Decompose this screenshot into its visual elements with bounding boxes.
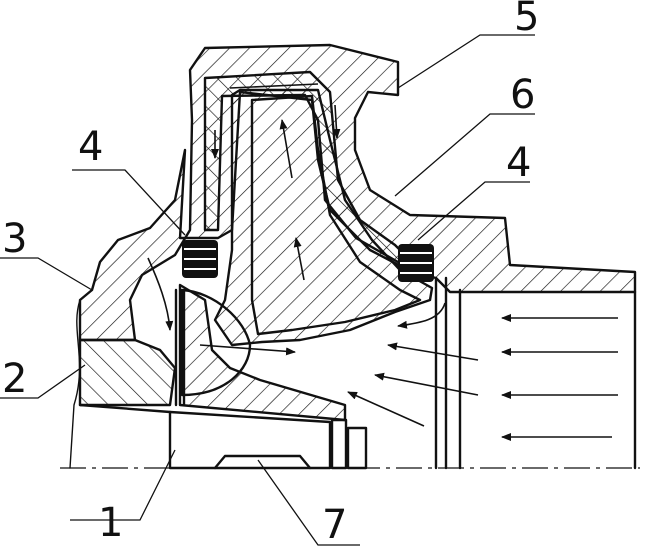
- housing-bottom-edge: [78, 403, 172, 414]
- callout-5: 5: [514, 0, 539, 40]
- callout-6: 6: [510, 72, 535, 118]
- labyrinth-seal-left: [182, 240, 218, 278]
- inlet-housing: [78, 338, 177, 407]
- labyrinth-seal-right: [398, 244, 434, 282]
- callout-2: 2: [2, 356, 27, 402]
- callout-1: 1: [98, 500, 123, 546]
- nose-cone: [180, 288, 252, 397]
- thrust-collar: [330, 418, 348, 470]
- callout-4-right: 4: [506, 140, 531, 186]
- callout-7: 7: [322, 502, 347, 548]
- shaft-nut: [346, 426, 368, 470]
- impeller-hub: [213, 88, 434, 347]
- callout-leaders: [0, 34, 535, 546]
- shaft-groove: [213, 454, 312, 470]
- flow-arrows: [147, 83, 618, 441]
- housing-break-line: [69, 299, 81, 469]
- shaft: [168, 410, 332, 470]
- impeller-blade-passage: [250, 94, 422, 336]
- callout-4-left: 4: [78, 124, 103, 170]
- callout-3: 3: [2, 216, 27, 262]
